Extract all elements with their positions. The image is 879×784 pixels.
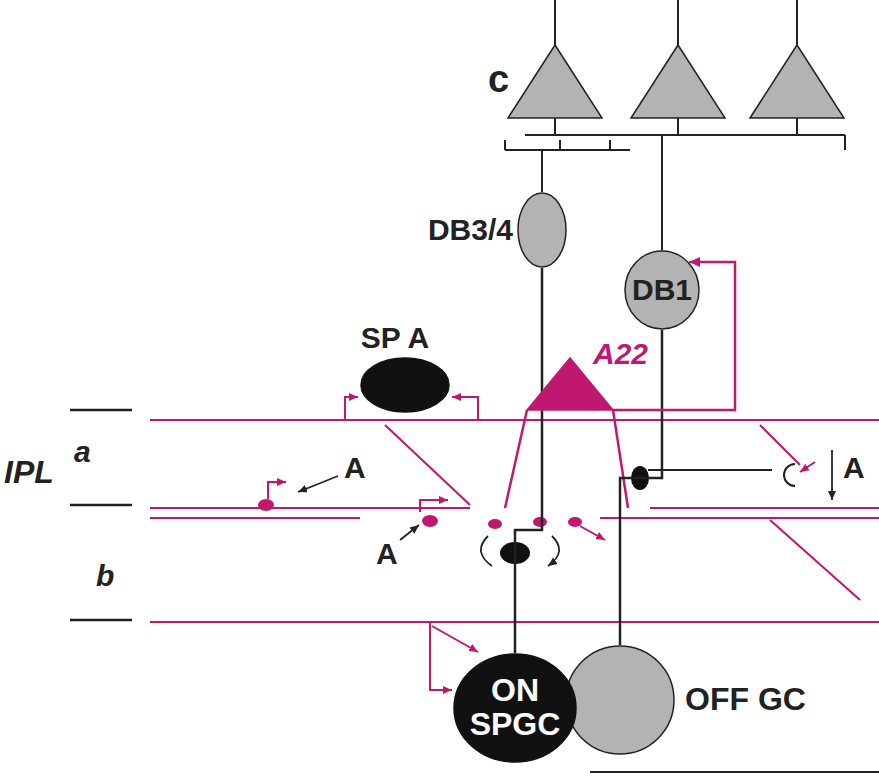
ganglion-cell: ON SPGC [453, 653, 577, 763]
amacrine-terminal [422, 515, 438, 527]
cell-body [518, 193, 566, 267]
a22-terminal [533, 517, 547, 527]
text-holder: ON SPGC [465, 674, 565, 741]
synaptic-cup [784, 464, 795, 486]
text-holder: a [74, 436, 91, 468]
a22-terminal [568, 517, 582, 527]
amacrine-input [432, 626, 478, 652]
cell-body-ellipse [565, 645, 675, 755]
cell-label: ON SPGC [465, 674, 565, 741]
cell-body [361, 358, 449, 412]
text-holder: SP A [361, 322, 429, 354]
cone-outer-segment [555, 0, 797, 46]
text-holder: DB1 [632, 274, 692, 306]
feedback-curve [481, 536, 559, 566]
amacrine-process [452, 397, 478, 420]
amacrine-synapse-arrow [800, 462, 815, 472]
ganglion-axon [590, 771, 879, 773]
cone-pedicle-wire [525, 118, 845, 150]
cell-body [454, 654, 576, 762]
callout-letter: A [843, 452, 865, 484]
amacrine-process [420, 500, 448, 512]
sublayer-label: b [96, 560, 114, 592]
a22-terminal [488, 519, 502, 529]
text-holder: A [376, 538, 398, 570]
text-holder: OFF GC [685, 683, 806, 717]
text-holder: b [96, 560, 114, 592]
cell-body [625, 251, 699, 329]
ganglion-cell: OFF GC [565, 645, 675, 755]
layer-label: IPL [4, 456, 54, 490]
pointer-arrow [298, 476, 338, 492]
cell-label: DB3/4 [428, 214, 513, 246]
cell-label: A22 [593, 338, 648, 370]
ipl-boundary-mark [70, 410, 132, 620]
cell-label: DB1 [632, 274, 692, 306]
amacrine-cell: A22 [527, 358, 613, 410]
cone-symbol [750, 45, 844, 118]
text-holder: IPL [4, 456, 54, 490]
bipolar-branch [648, 469, 772, 471]
sublayer-label: a [74, 436, 91, 468]
bipolar-cell: DB1 [624, 250, 700, 330]
cell-label: OFF GC [685, 683, 806, 717]
text-holder: A [344, 452, 366, 484]
cone-symbol [631, 45, 725, 118]
a22-synapse-arrow [580, 526, 605, 540]
cell-body-ellipse [360, 357, 450, 413]
bipolar-cell: DB3/4 [517, 192, 567, 268]
text-holder: A22 [593, 338, 648, 370]
cell-body [566, 646, 674, 754]
text-holder: A [843, 452, 865, 484]
text-holder: DB3/4 [428, 214, 513, 246]
cone-symbol [508, 45, 602, 118]
callout-letter: A [376, 538, 398, 570]
neuron-connection [620, 330, 662, 645]
cell-class-label: c [488, 60, 509, 100]
pointer-arrow [831, 450, 833, 500]
text-holder: c [488, 60, 509, 100]
amacrine-process [268, 482, 286, 499]
callout-letter: A [344, 452, 366, 484]
amacrine-process [385, 425, 470, 505]
amacrine-terminal [258, 499, 274, 511]
a22-dendrite [505, 410, 628, 508]
amacrine-cell: SP A [360, 357, 450, 413]
neuron-connection [515, 268, 542, 653]
cell-body-ellipse [517, 192, 567, 268]
pointer-arrow [400, 525, 419, 540]
amacrine-process [345, 397, 358, 420]
cell-label: SP A [361, 322, 429, 354]
